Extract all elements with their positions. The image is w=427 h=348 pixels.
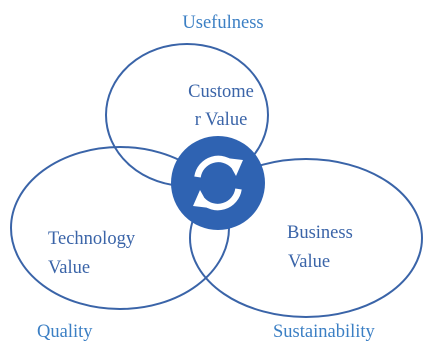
sustainability-label: Sustainability	[273, 322, 376, 342]
center-hub	[171, 136, 265, 230]
business-value-label-line2: Value	[288, 252, 330, 272]
business-value-label-line1: Business	[287, 223, 353, 243]
usefulness-label: Usefulness	[182, 13, 263, 33]
business-value-circle	[189, 158, 423, 318]
customer-value-label-line2: r Value	[195, 110, 248, 130]
customer-value-label-line1: Custome	[188, 82, 254, 102]
sync-arrows-icon	[193, 155, 243, 211]
technology-value-label-line1: Technology	[48, 229, 136, 249]
quality-label: Quality	[37, 322, 93, 342]
center-hub-circle	[171, 136, 265, 230]
technology-value-label-line2: Value	[48, 258, 90, 278]
